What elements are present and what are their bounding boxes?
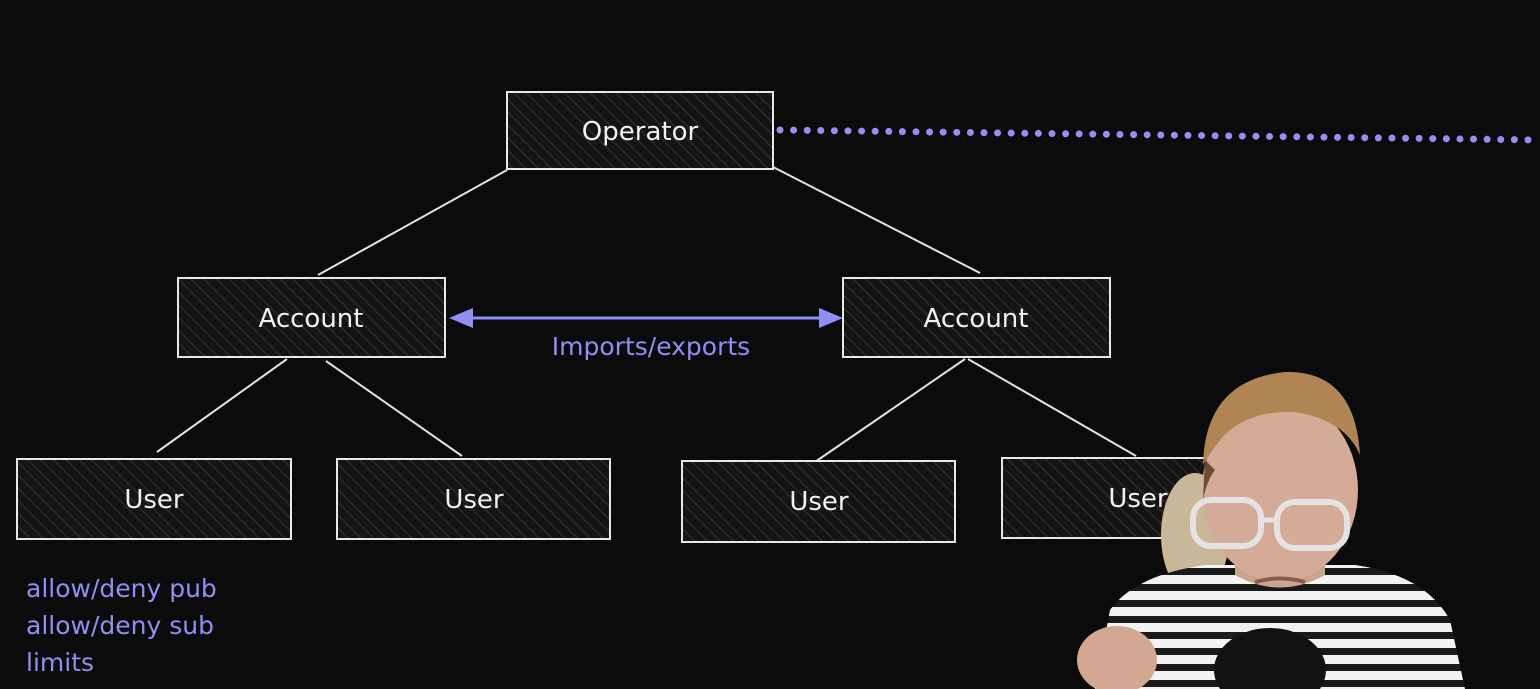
user-1-label: User [124, 485, 184, 515]
note-pub: allow/deny pub [26, 574, 217, 603]
account-left-label: Account [259, 304, 364, 334]
account-right-label: Account [924, 304, 1029, 334]
user-2-label: User [444, 485, 504, 515]
edge-operator-account-right [772, 166, 981, 274]
edge-account-right-user-4 [967, 358, 1137, 457]
user-node-2[interactable]: User [336, 458, 611, 540]
account-node-left[interactable]: Account [177, 277, 446, 358]
presenter-webcam [1055, 360, 1540, 689]
edge-account-left-user-1 [156, 358, 288, 453]
user-3-label: User [789, 487, 849, 517]
edge-account-right-user-3 [814, 358, 966, 463]
arrowhead-left [449, 308, 473, 328]
operator-label: Operator [582, 117, 699, 147]
imports-exports-label: Imports/exports [552, 332, 750, 361]
edge-account-left-user-2 [325, 360, 463, 457]
user-4-label: User [1108, 484, 1168, 514]
account-node-right[interactable]: Account [842, 277, 1111, 358]
presenter-illustration [1077, 371, 1465, 689]
arrowhead-right [819, 308, 843, 328]
user-node-1[interactable]: User [16, 458, 292, 540]
operator-node[interactable]: Operator [506, 91, 774, 170]
edge-operator-account-left [317, 169, 508, 276]
user-permission-notes: allow/deny pub allow/deny sub limits [26, 570, 217, 681]
tree-edges [156, 166, 1137, 463]
imports-exports-arrow [449, 308, 843, 328]
user-node-3[interactable]: User [681, 460, 956, 543]
note-sub: allow/deny sub [26, 611, 214, 640]
note-limits: limits [26, 648, 95, 677]
dotted-connector [776, 126, 1540, 144]
